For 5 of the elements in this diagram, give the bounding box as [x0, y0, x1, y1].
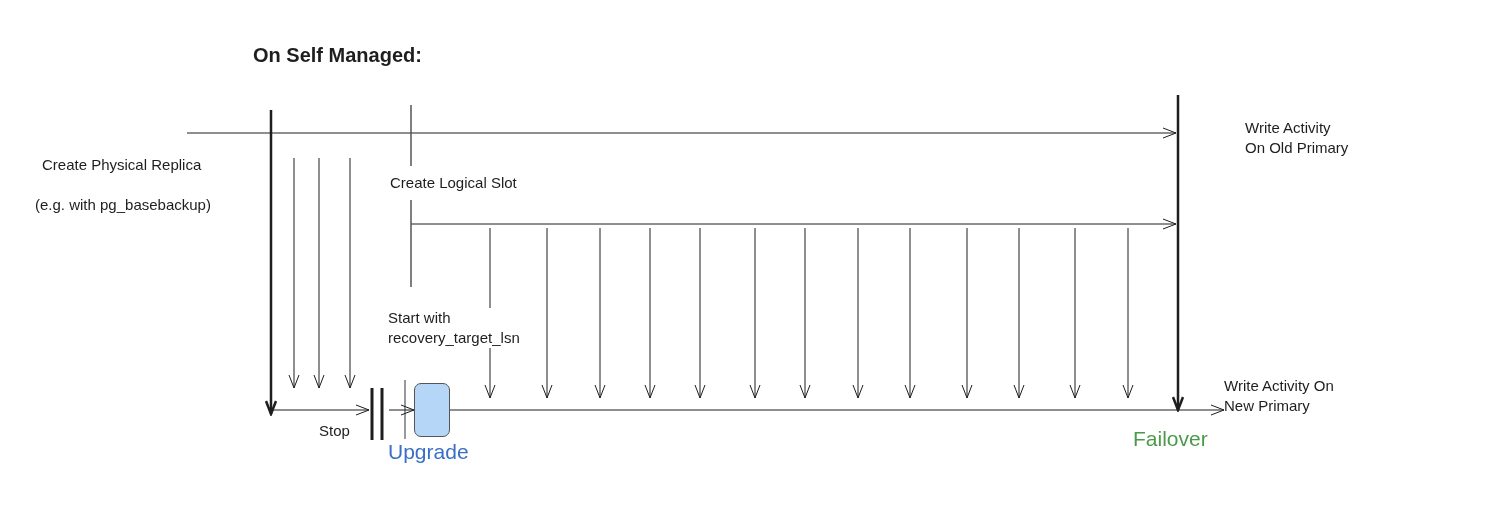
arrow [449, 404, 1225, 416]
annotation-text: Start with recovery_target_lsn [388, 308, 520, 348]
stage-caption: Upgrade [388, 439, 469, 465]
stage-box [414, 383, 450, 437]
arrow [388, 404, 415, 416]
